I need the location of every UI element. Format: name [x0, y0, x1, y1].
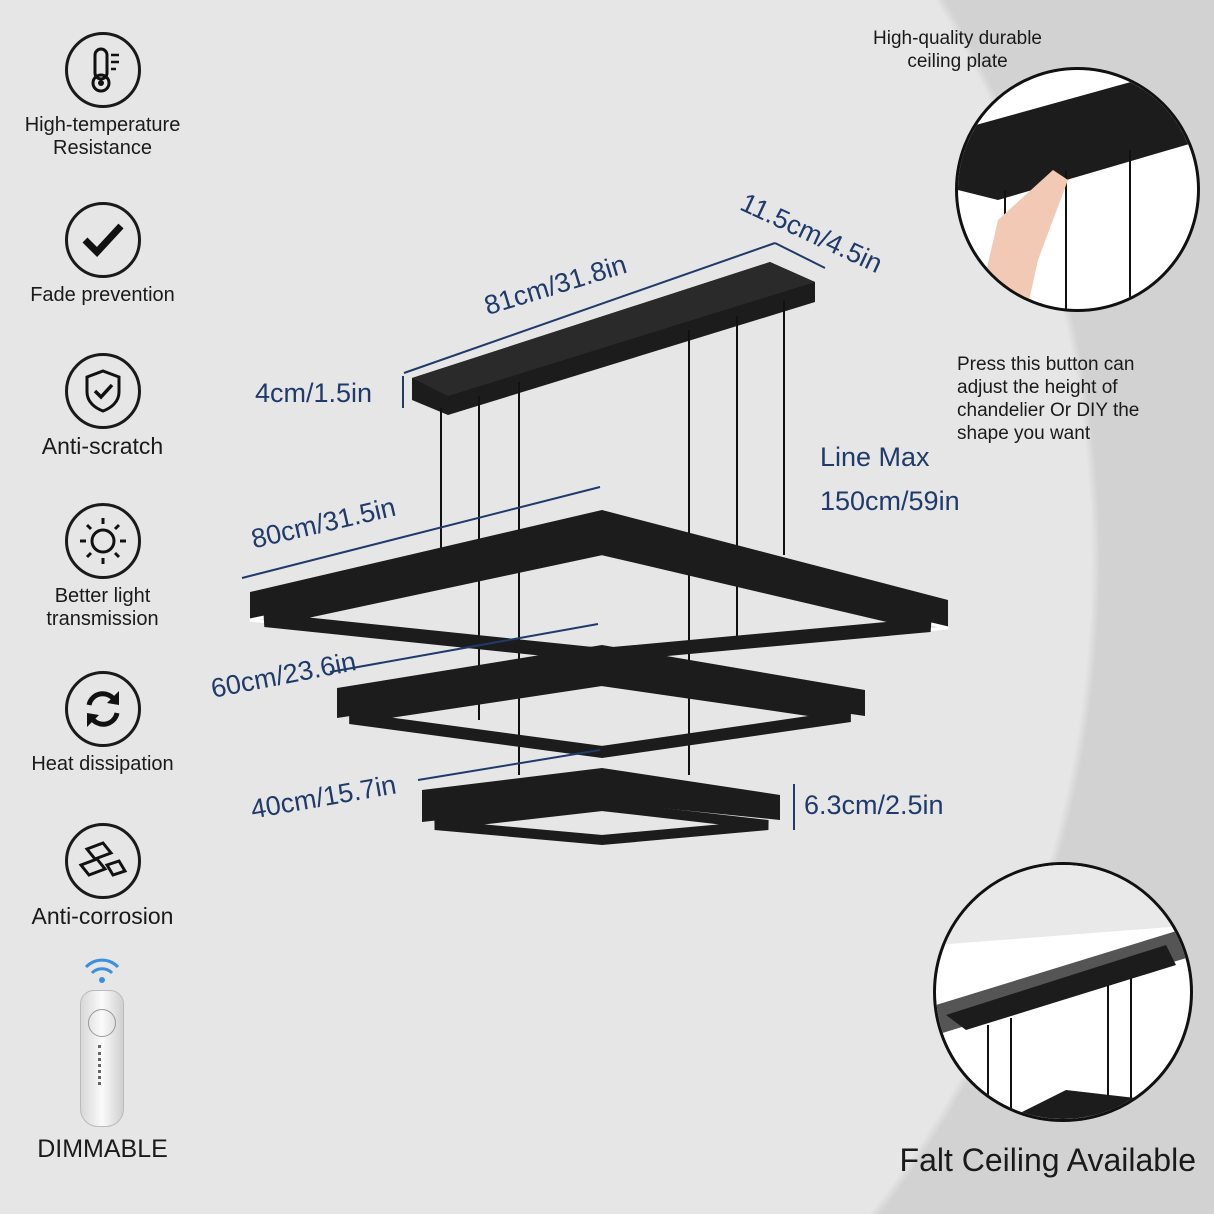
feature-high-temperature: High-temperature Resistance [0, 32, 205, 160]
dimension-arrows [241, 242, 826, 830]
ring-height-label: 6.3cm/2.5in [804, 790, 944, 820]
feature-label: Fade prevention [30, 284, 175, 306]
feature-label: High-temperature Resistance [24, 114, 181, 159]
line-max-label: Line Max [820, 442, 930, 472]
plate-height-label: 4cm/1.5in [255, 378, 373, 408]
thermometer-icon [64, 32, 141, 108]
remote-control [80, 990, 124, 1127]
ring-small [422, 768, 780, 846]
line-max-value: 150cm/59in [820, 486, 960, 516]
ring-large [249, 510, 949, 663]
shield-check-icon [64, 353, 141, 429]
metal-bars-icon [64, 823, 141, 899]
feature-label: Anti-scratch [41, 433, 164, 459]
ceiling-plate [412, 262, 815, 415]
ring-medium [337, 645, 865, 759]
feature-heat-dissipation: Heat dissipation [0, 671, 205, 776]
ceiling-plate-closeup [955, 67, 1200, 312]
refresh-icon [64, 671, 141, 747]
flat-ceiling-label: Falt Ceiling Available [899, 1142, 1196, 1178]
feature-anti-corrosion: Anti-corrosion [0, 823, 205, 928]
dimmable-label: DIMMABLE [37, 1135, 168, 1163]
feature-light-transmission: Better light transmission [0, 503, 205, 631]
feature-anti-scratch: Anti-scratch [0, 353, 205, 458]
feature-fade-prevention: Fade prevention [0, 202, 205, 307]
feature-label: Heat dissipation [31, 753, 174, 775]
button-note: Press this button can adjust the height … [957, 354, 1140, 444]
feature-label: Anti-corrosion [31, 903, 174, 929]
feature-label: Better light transmission [46, 585, 159, 630]
checkmark-icon [64, 202, 141, 278]
ceiling-plate-title: High-quality durable ceiling plate [873, 28, 1042, 72]
flat-ceiling-closeup [933, 862, 1193, 1122]
sun-icon [64, 503, 141, 579]
wifi-icon [82, 955, 122, 985]
